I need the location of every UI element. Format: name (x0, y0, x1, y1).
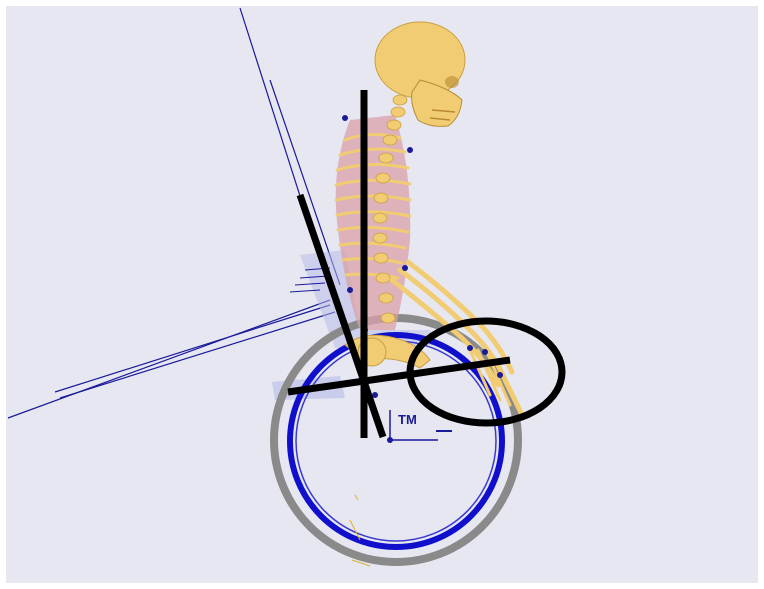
tm-label: TM (398, 413, 417, 426)
skull-icon (375, 22, 465, 126)
guide-lines (8, 8, 340, 418)
